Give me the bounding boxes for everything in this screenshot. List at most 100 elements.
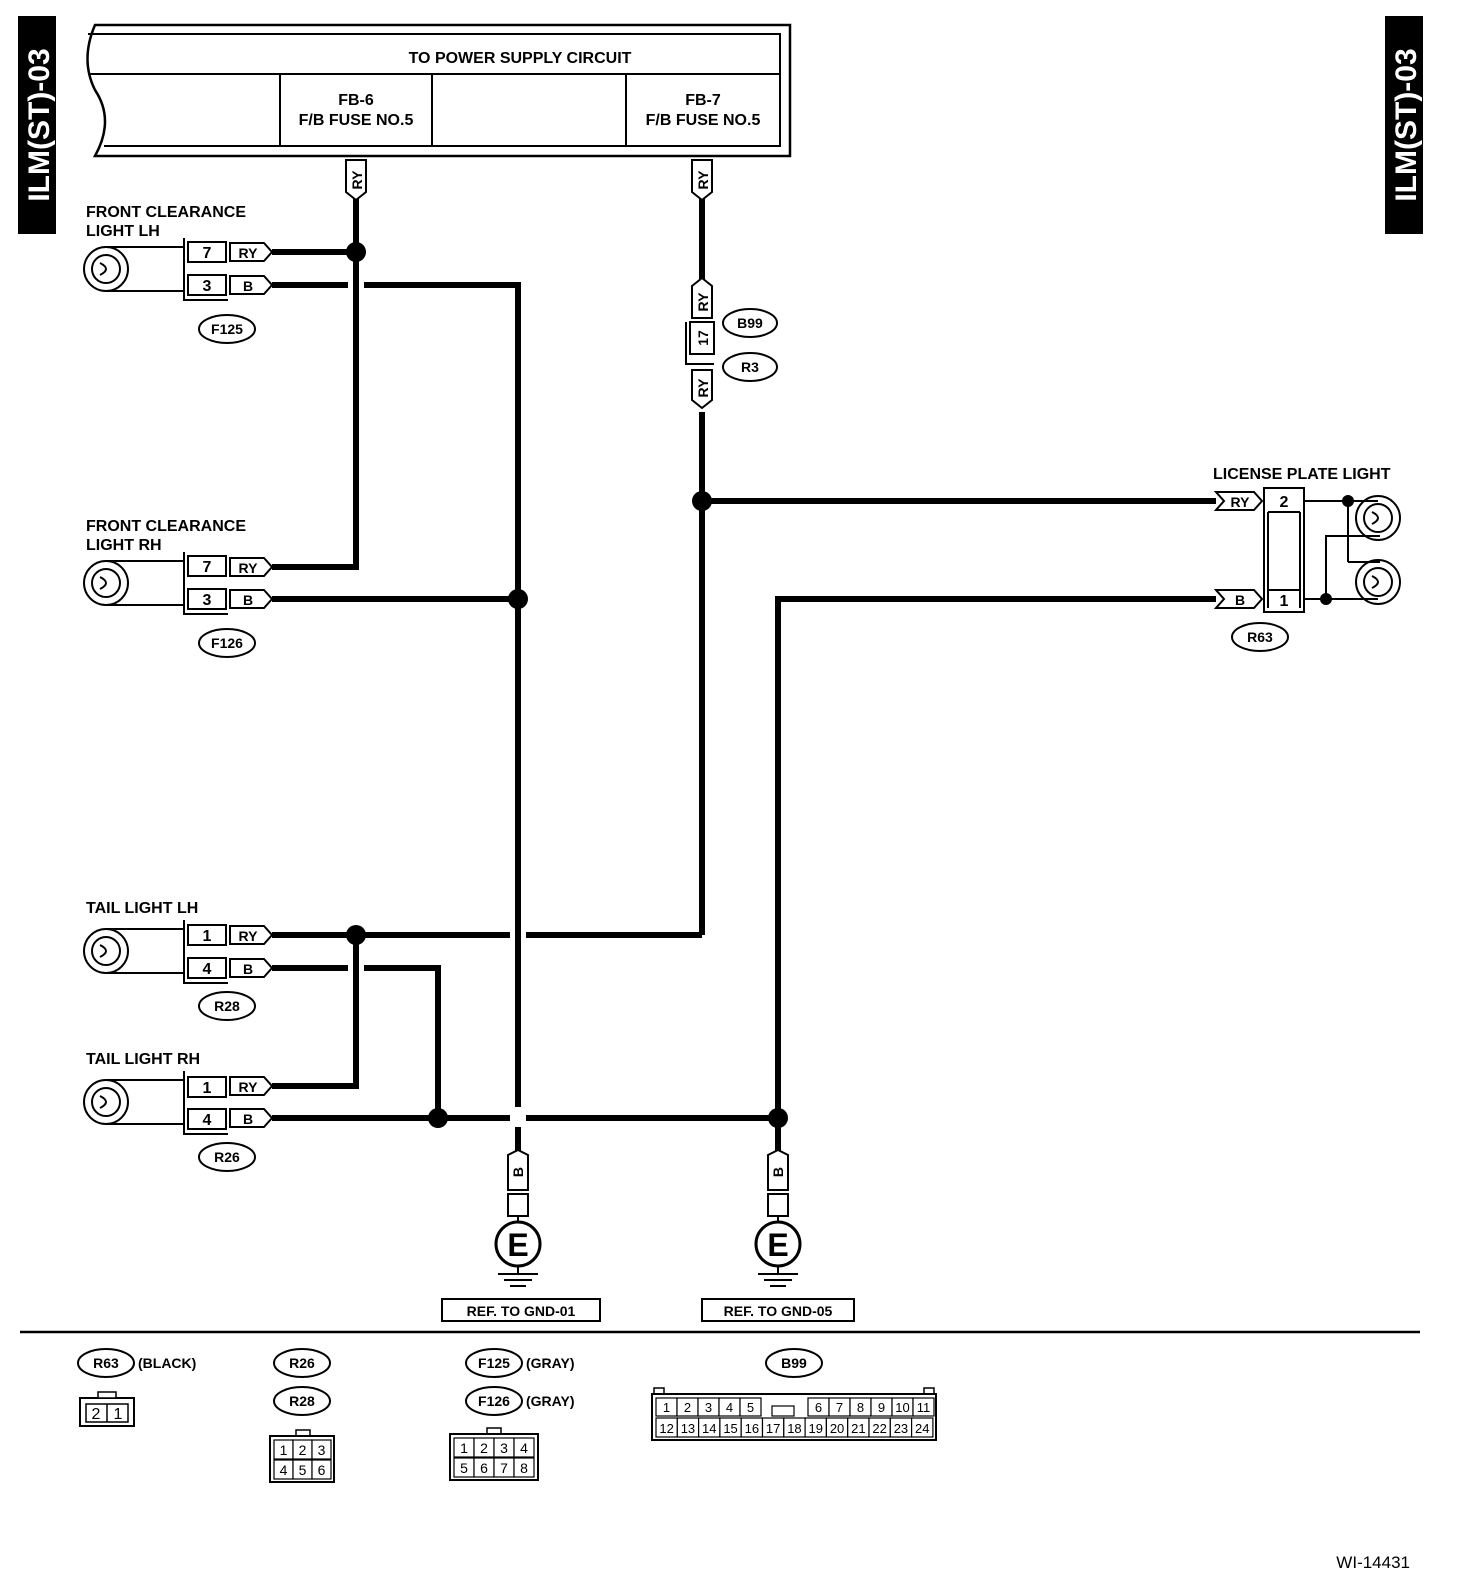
fb7-label: FB-7 <box>685 92 721 109</box>
svg-text:B99: B99 <box>737 315 763 331</box>
wire-tag-fb7-text: RY <box>695 170 711 190</box>
r2x-pin-label: 6 <box>318 1462 326 1478</box>
r28-connector-tag: R28 <box>214 998 240 1014</box>
ground-ref-1: REF. TO GND-01 <box>467 1303 576 1319</box>
b99-pin-bottom-label: 13 <box>681 1421 695 1436</box>
svg-text:F126: F126 <box>478 1393 510 1409</box>
svg-text:FRONT CLEARANCE: FRONT CLEARANCE <box>86 518 246 535</box>
svg-text:B: B <box>243 592 253 608</box>
b99-pin-top-label: 5 <box>747 1400 754 1415</box>
svg-text:LIGHT LH: LIGHT LH <box>86 223 160 240</box>
r2x-pin-cell <box>311 1459 332 1480</box>
r26-connector-tag: R26 <box>214 1149 240 1165</box>
svg-text:4: 4 <box>203 961 212 978</box>
f12x-pin-label: 5 <box>460 1460 468 1476</box>
svg-text:FRONT CLEARANCE: FRONT CLEARANCE <box>86 204 246 221</box>
b99-pin-bottom-label: 16 <box>745 1421 759 1436</box>
svg-text:(BLACK): (BLACK) <box>138 1355 196 1371</box>
svg-text:R3: R3 <box>741 359 759 375</box>
tail-light-rh: TAIL LIGHT RH 1 4 RY B R26 <box>83 1051 274 1172</box>
b99-key-slot <box>771 1405 795 1417</box>
b99-pin-bottom-label: 23 <box>894 1421 908 1436</box>
svg-text:RY: RY <box>1231 494 1251 510</box>
ground-gnd-01: B E REF. TO GND-01 <box>441 1148 601 1322</box>
r3-connector-tag: R3 <box>722 352 778 382</box>
b99-pin-bottom-label: 20 <box>830 1421 844 1436</box>
f12x-pin-cell <box>513 1457 535 1478</box>
side-tab-right-text: ILM(ST)-03 <box>1390 48 1423 201</box>
svg-text:4: 4 <box>203 1112 212 1129</box>
b99-pin-top-label: 2 <box>684 1400 691 1415</box>
svg-text:3: 3 <box>203 278 212 295</box>
wire-tag-fb6: RY <box>345 159 367 202</box>
tail-light-lh: TAIL LIGHT LH 1 4 RY B R28 <box>83 900 274 1021</box>
svg-text:TAIL LIGHT LH: TAIL LIGHT LH <box>86 900 198 917</box>
svg-text:B99: B99 <box>781 1355 807 1371</box>
b99-connector-tag: B99 <box>722 308 778 338</box>
f12x-pin-label: 2 <box>480 1440 488 1456</box>
svg-text:LIGHT RH: LIGHT RH <box>86 537 162 554</box>
r2x-pin-label: 4 <box>280 1462 288 1478</box>
svg-text:B: B <box>1235 592 1245 608</box>
wire-tag-inline-top-text: RY <box>695 292 711 312</box>
svg-text:2: 2 <box>1280 494 1289 511</box>
b99-pin-bottom-label: 22 <box>872 1421 886 1436</box>
r63-connector-tag: R63 <box>1247 629 1273 645</box>
svg-text:7: 7 <box>203 245 212 262</box>
svg-text:R26: R26 <box>289 1355 315 1371</box>
svg-text:1: 1 <box>114 1406 123 1423</box>
f126-connector-tag: F126 <box>211 635 243 651</box>
wire-tag-inline-bottom-text: RY <box>695 378 711 398</box>
f12x-pin-label: 4 <box>520 1440 528 1456</box>
svg-text:RY: RY <box>239 560 259 576</box>
svg-text:RY: RY <box>239 928 259 944</box>
b99-pin-top-label: 6 <box>815 1400 822 1415</box>
svg-text:(GRAY): (GRAY) <box>526 1393 575 1409</box>
wire-tag-fb6-text: RY <box>349 170 365 190</box>
power-box-title: TO POWER SUPPLY CIRCUIT <box>409 50 632 67</box>
r2x-pin-label: 1 <box>280 1442 288 1458</box>
ground-ref-2: REF. TO GND-05 <box>724 1303 833 1319</box>
svg-text:B: B <box>243 1111 253 1127</box>
svg-text:(GRAY): (GRAY) <box>526 1355 575 1371</box>
front-clearance-light-rh: FRONT CLEARANCE LIGHT RH 7 3 RY B F126 <box>83 518 274 658</box>
b99-pin-top-label: 11 <box>917 1400 931 1415</box>
ground-gnd-05: B E REF. TO GND-05 <box>701 1148 855 1322</box>
svg-text:R63: R63 <box>93 1355 119 1371</box>
b99-pin-bottom-label: 15 <box>723 1421 737 1436</box>
b99-pin-top-cell <box>912 1397 935 1417</box>
front-clearance-light-lh: FRONT CLEARANCE LIGHT LH 7 3 RY B F125 <box>83 204 274 344</box>
r2x-pin-label: 2 <box>299 1442 307 1458</box>
f12x-pin-label: 8 <box>520 1460 528 1476</box>
b99-pin-bottom-label: 14 <box>702 1421 716 1436</box>
f12x-pin-label: 3 <box>500 1440 508 1456</box>
svg-text:1: 1 <box>203 1080 212 1097</box>
power-supply-box: TO POWER SUPPLY CIRCUIT FB-6 F/B FUSE NO… <box>86 23 792 158</box>
b99-pin-top-label: 7 <box>836 1400 843 1415</box>
wire-tag-inline-bottom: RY <box>691 369 713 410</box>
svg-text:RY: RY <box>239 1079 259 1095</box>
r2x-pin-cell <box>311 1439 332 1460</box>
r2x-pin-label: 3 <box>318 1442 326 1458</box>
b99-pin-bottom-label: 19 <box>809 1421 823 1436</box>
f12x-pin-label: 1 <box>460 1440 468 1456</box>
ground-symbol-2: E <box>767 1227 788 1263</box>
b99-pin-top-label: 1 <box>663 1400 670 1415</box>
inline-connector: 17 <box>685 321 715 365</box>
svg-text:1: 1 <box>203 928 212 945</box>
svg-text:B: B <box>770 1167 786 1177</box>
svg-text:F125: F125 <box>478 1355 510 1371</box>
svg-text:B: B <box>243 278 253 294</box>
svg-text:TAIL LIGHT RH: TAIL LIGHT RH <box>86 1051 200 1068</box>
svg-text:3: 3 <box>203 592 212 609</box>
wires <box>272 196 1216 1155</box>
svg-text:RY: RY <box>239 245 259 261</box>
f12x-pin-cell <box>513 1437 535 1458</box>
f125-connector-tag: F125 <box>211 321 243 337</box>
f12x-pin-label: 7 <box>500 1460 508 1476</box>
license-plate-light: LICENSE PLATE LIGHT RY B 2 1 R63 <box>1213 466 1401 652</box>
junction-dots <box>346 242 1354 1128</box>
